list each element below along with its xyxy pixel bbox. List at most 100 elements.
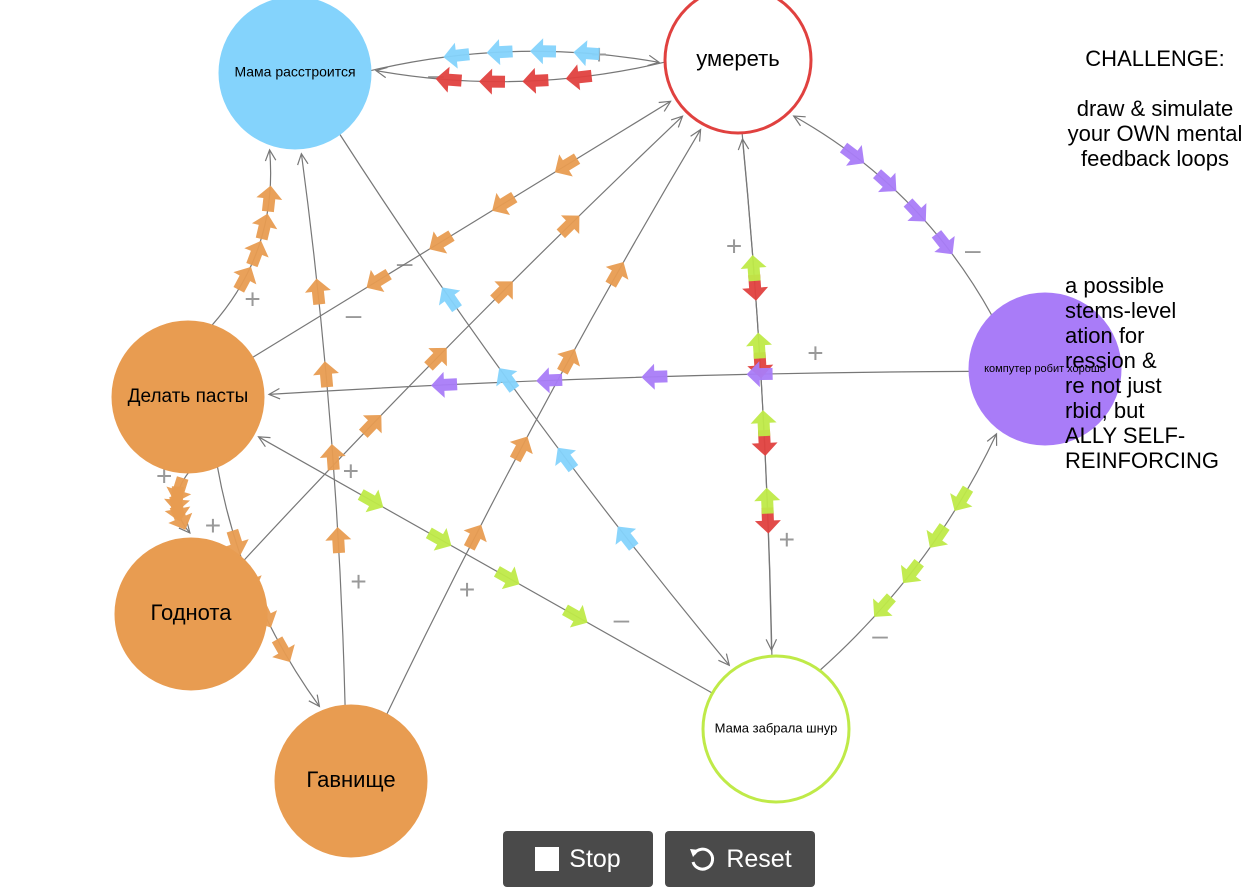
link-comp-pasta[interactable] [268,370,971,395]
node-circle[interactable] [111,320,265,474]
signal-arrow-icon [746,332,772,359]
signals-layer [164,38,974,663]
signal-arrow-icon [425,527,452,551]
signal-arrow-icon [873,593,896,617]
link-cord-die[interactable] [741,138,773,657]
edges-layer: –++––++++++–+––+ [156,39,998,716]
signal-arrow-icon [319,444,346,471]
signal-arrow-icon [605,261,629,288]
signal-arrow-icon [900,558,924,584]
node-circle[interactable] [218,0,372,150]
link-arrowhead [986,432,998,446]
signal-arrow-icon [463,524,487,551]
signal-arrow-icon [754,487,781,514]
stop-button[interactable]: Stop [503,831,653,887]
polarity-sign: + [726,230,742,261]
link-cord-comp[interactable] [819,433,998,671]
node-circle[interactable] [701,654,851,804]
link-arrowhead [647,54,661,67]
node-godnota[interactable]: Годнота [114,537,268,691]
link-arrowhead [690,128,702,142]
node-circle[interactable] [274,704,428,858]
signal-arrow-icon [304,278,331,305]
link-arrowhead [374,66,388,79]
polarity-sign: – [614,603,630,634]
link-gavno-mama[interactable] [300,153,346,707]
link-arrowhead [670,115,684,128]
link-mama-die[interactable] [369,50,660,72]
node-cord[interactable]: Мама забрала шнур [701,654,851,804]
polarity-sign: + [244,283,260,314]
signal-arrow-icon [615,526,639,551]
link-comp-die[interactable] [793,115,993,317]
signal-arrow-icon [244,240,269,268]
signal-arrow-icon [554,153,581,177]
signal-arrow-icon [357,489,384,513]
signal-arrow-icon [233,266,257,293]
node-pasta[interactable]: Делать пасты [111,320,265,474]
node-die[interactable]: умереть [663,0,813,135]
link-mama-cord[interactable] [338,133,730,666]
signal-arrow-icon [366,268,392,292]
signal-arrow-icon [873,169,897,193]
link-arrowhead [737,137,750,151]
polarity-sign: + [343,455,359,486]
node-label: Мама расстроится [234,64,355,80]
node-label: Годнота [151,600,233,625]
signal-arrow-icon [256,185,283,213]
signal-arrow-icon [536,367,563,394]
signal-arrow-icon [313,361,339,388]
stop-icon [535,847,560,871]
link-arrowhead [718,653,731,667]
node-comp[interactable]: компутер робит хорошо [968,292,1122,446]
node-circle[interactable] [114,537,268,691]
link-die-mama[interactable] [375,61,666,83]
signal-arrow-icon [492,191,518,215]
link-arrowhead [257,436,271,448]
link-pasta-die[interactable] [251,100,671,359]
challenge-note: CHALLENGE: draw & simulate your OWN ment… [1067,46,1243,171]
reset-button[interactable]: Reset [665,831,815,887]
reset-button-label: Reset [726,844,792,873]
signal-arrow-icon [490,281,513,305]
link-cord-pasta[interactable] [258,436,713,694]
polarity-sign: + [350,566,366,597]
node-label: компутер робит хорошо [984,363,1106,375]
polarity-sign: + [779,524,795,555]
signal-arrow-icon [325,527,352,554]
signal-arrow-icon [903,198,927,222]
signal-arrow-icon [931,230,955,255]
link-arrowhead [267,387,281,400]
link-gavno-die[interactable] [385,129,702,716]
node-circle[interactable] [663,0,813,135]
signal-arrow-icon [839,142,865,166]
node-mama[interactable]: Мама расстроится [218,0,372,150]
stop-button-label: Stop [569,844,621,873]
signal-arrow-icon [562,604,588,628]
link-arrowhead [297,152,309,166]
signal-arrow-icon [271,636,295,663]
signal-arrow-icon [754,507,781,534]
signal-arrow-icon [557,348,581,375]
node-circle[interactable] [968,292,1122,446]
reset-icon [690,847,715,871]
signal-arrow-icon [479,68,506,95]
link-arrowhead [178,521,191,535]
link-godnota-die[interactable] [243,115,683,562]
signal-arrow-icon [926,523,950,548]
signal-arrow-icon [750,410,777,437]
node-gavno[interactable]: Гавнище [274,704,428,858]
link-die-cord[interactable] [741,132,773,651]
link-arrowhead [658,100,672,112]
node-label: Мама забрала шнур [715,720,838,735]
signal-arrow-icon [431,371,458,398]
signal-arrow-icon [486,39,513,66]
node-label: Гавнище [306,767,395,792]
signal-arrow-icon [522,67,549,94]
signal-arrow-icon [530,38,557,65]
polarity-sign: – [965,234,981,265]
polarity-sign: – [397,247,413,278]
link-arrowhead [792,115,806,127]
